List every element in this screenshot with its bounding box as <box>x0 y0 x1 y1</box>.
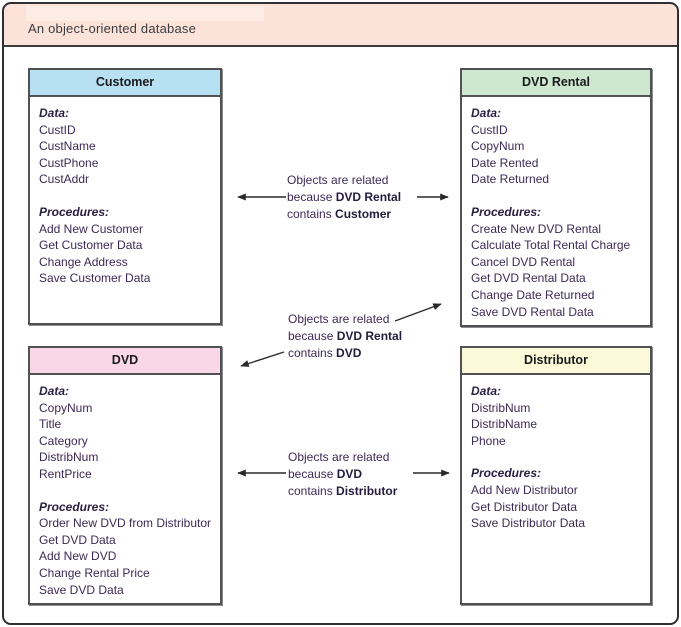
data-item: CustID <box>471 122 508 137</box>
data-section-label: Data: <box>39 384 70 398</box>
relationship-line: contains DVD <box>288 346 362 360</box>
object-box-dvd-title: DVD <box>30 348 220 375</box>
relationship-line: because DVD Rental <box>287 190 402 204</box>
procedures-section-label: Procedures: <box>471 466 542 481</box>
procedures-section-label: Procedures: <box>39 499 110 514</box>
procedure-item: Save DVD Rental Data <box>471 304 594 319</box>
procedure-item: Get Distributor Data <box>471 499 578 514</box>
data-item: CopyNum <box>471 139 525 154</box>
procedures-section-label: Procedures: <box>39 204 110 219</box>
arrow-to-dvd-diagonal-icon <box>240 351 285 367</box>
procedure-item: Change Rental Price <box>39 565 150 580</box>
procedure-item: Get DVD Data <box>39 532 116 547</box>
data-item: DistribNum <box>471 400 531 415</box>
procedure-item: Get DVD Rental Data <box>471 271 586 286</box>
blank-label-area <box>26 6 264 21</box>
relationship-line: Objects are related <box>288 312 390 326</box>
data-item: Date Returned <box>471 172 550 187</box>
data-item: Title <box>39 417 62 432</box>
data-item: CustAddr <box>39 172 90 187</box>
diagram-caption-banner: An object-oriented database <box>4 4 677 47</box>
procedure-item: Add New DVD <box>39 549 117 564</box>
relationship-label-customer-dvdrental: Objects are related because DVD Rental c… <box>287 172 401 223</box>
object-box-distributor-title: Distributor <box>462 348 650 375</box>
relationship-label-dvdrental-dvd: Objects are related because DVD Rental c… <box>288 311 402 362</box>
diagram-title: An object-oriented database <box>28 21 197 36</box>
data-item: Date Rented <box>471 155 539 170</box>
relationship-label-dvd-distributor: Objects are related because DVD contains… <box>288 449 397 500</box>
procedure-item: Add New Distributor <box>471 482 578 497</box>
data-item: Category <box>39 433 88 448</box>
relationship-line: Objects are related <box>287 173 389 187</box>
data-section-label: Data: <box>39 106 70 120</box>
procedure-item: Save DVD Data <box>39 582 124 597</box>
procedure-item: Change Address <box>39 254 128 269</box>
object-box-dvd-rental-title: DVD Rental <box>462 70 650 97</box>
relationship-line: because DVD Rental <box>288 329 403 343</box>
procedure-item: Change Date Returned <box>471 287 595 302</box>
object-box-customer-title: Customer <box>30 70 220 97</box>
data-item: CopyNum <box>39 400 93 415</box>
procedure-item: Order New DVD from Distributor <box>39 516 212 531</box>
relationship-line: contains Distributor <box>288 484 398 498</box>
relationship-line: Objects are related <box>288 450 390 464</box>
procedure-item: Save Distributor Data <box>471 516 586 531</box>
data-item: DistribName <box>471 417 538 432</box>
data-item: DistribNum <box>39 450 99 465</box>
procedure-item: Cancel DVD Rental <box>471 254 576 269</box>
relationship-line: contains Customer <box>287 207 392 221</box>
relationship-line: because DVD <box>288 467 363 481</box>
procedure-item: Calculate Total Rental Charge <box>471 238 631 253</box>
data-item: RentPrice <box>39 466 92 481</box>
procedure-item: Add New Customer <box>39 221 144 236</box>
procedure-item: Save Customer Data <box>39 271 151 286</box>
procedure-item: Get Customer Data <box>39 238 143 253</box>
procedure-item: Create New DVD Rental <box>471 221 602 236</box>
data-section-label: Data: <box>471 384 502 398</box>
data-item: CustName <box>39 139 96 154</box>
data-item: CustPhone <box>39 155 99 170</box>
data-section-label: Data: <box>471 106 502 120</box>
data-item: Phone <box>471 433 506 448</box>
data-item: CustID <box>39 122 76 137</box>
procedures-section-label: Procedures: <box>471 204 542 219</box>
